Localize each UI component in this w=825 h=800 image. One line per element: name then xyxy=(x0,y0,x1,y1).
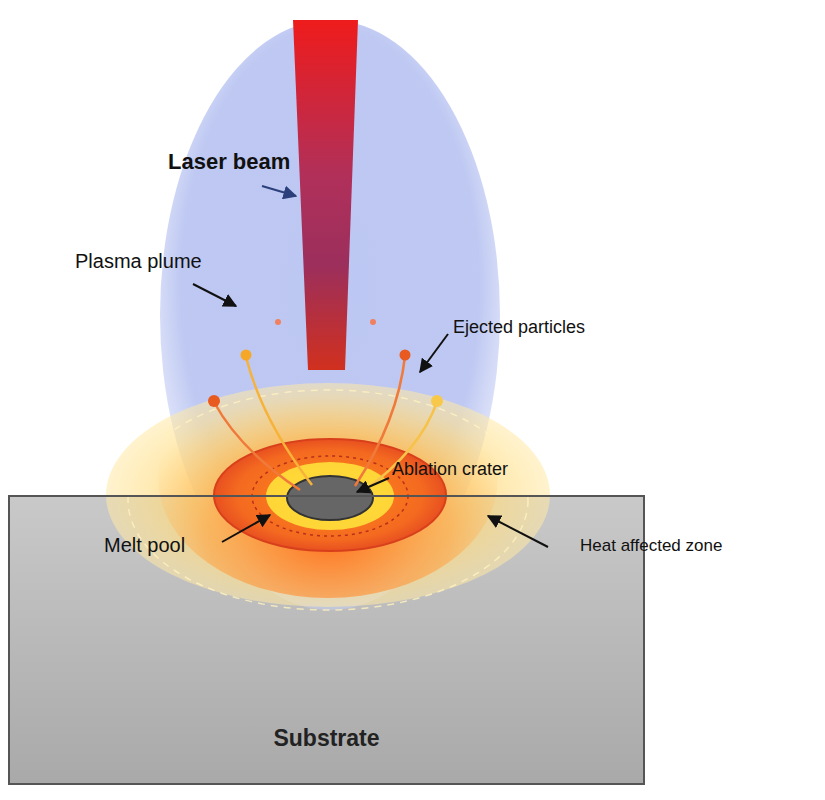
laser-beam xyxy=(293,20,358,370)
haz-boundary xyxy=(128,390,528,610)
substrate-block: Substrate xyxy=(8,495,645,785)
plume-label: Plasma plume xyxy=(75,250,202,272)
haz-label: Heat affected zone xyxy=(580,537,722,556)
ejected-particles xyxy=(208,319,443,407)
substrate-label: Substrate xyxy=(10,725,643,752)
particles-label: Ejected particles xyxy=(453,318,585,338)
crater-label: Ablation crater xyxy=(392,460,508,480)
ablation-crater xyxy=(287,476,373,520)
melt-label: Melt pool xyxy=(104,534,185,556)
leader-arrows xyxy=(193,186,548,547)
beam-label: Laser beam xyxy=(168,150,290,174)
